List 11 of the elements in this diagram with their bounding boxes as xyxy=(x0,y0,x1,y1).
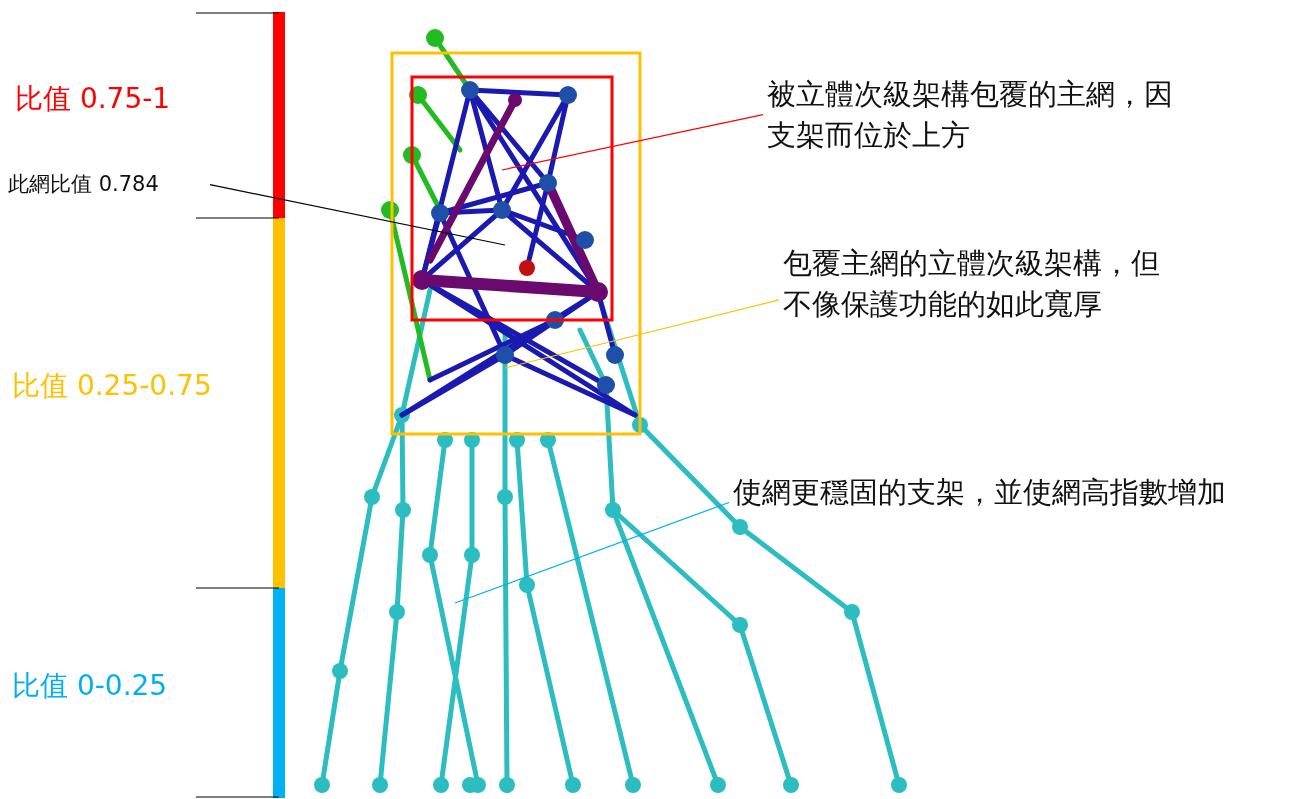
leader-line xyxy=(454,501,730,604)
leader-line xyxy=(504,299,780,369)
leader-line xyxy=(501,114,764,171)
annotation-text: 使網更穩固的支架，並使網高指數增加 xyxy=(733,472,1288,513)
range-label: 比值 0.75-1 xyxy=(15,81,171,117)
leader-line xyxy=(209,184,506,246)
annotation-text: 包覆主網的立體次級架構，但不像保護功能的如此寬厚 xyxy=(783,243,1183,325)
annotation-text: 被立體次級架構包覆的主網，因支架而位於上方 xyxy=(767,74,1187,156)
annotation-text: 此網比值 0.784 xyxy=(8,170,208,200)
range-label: 比值 0.25-0.75 xyxy=(12,368,212,404)
range-label: 比值 0-0.25 xyxy=(12,668,168,704)
